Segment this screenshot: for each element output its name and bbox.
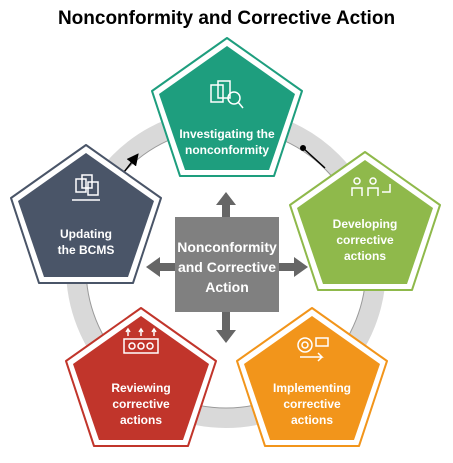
step-updating: Updating the BCMS — [10, 144, 162, 284]
step-investigating-shape — [159, 46, 295, 170]
team-people-icon — [351, 177, 391, 196]
arrow-right-shaft — [276, 263, 296, 271]
center-box — [175, 217, 279, 312]
center-label-line2: and Corrective — [178, 259, 276, 275]
arrow-up-shaft — [222, 205, 230, 225]
step-developing: Developing corrective actions — [289, 151, 441, 291]
ring-connector-investigate-to-develop — [300, 145, 326, 169]
step-investigating: Investigating the nonconformity — [151, 37, 303, 177]
step-developing-label-1: Developing — [333, 217, 398, 231]
step-reviewing-label-2: corrective — [112, 397, 170, 411]
step-reviewing-label-3: actions — [120, 413, 162, 427]
arrow-left-icon — [146, 257, 160, 277]
step-implementing-label-3: actions — [291, 413, 333, 427]
step-developing-shape — [297, 160, 433, 284]
step-implementing-shape — [244, 316, 380, 440]
step-implementing: Implementing corrective actions — [236, 307, 388, 447]
diagram-title: Nonconformity and Corrective Action — [57, 8, 396, 29]
step-updating-label-2: the BCMS — [58, 243, 115, 257]
center-label-line1: Nonconformity — [177, 239, 277, 255]
step-updating-label-1: Updating — [60, 227, 112, 241]
step-updating-shape — [18, 153, 154, 277]
center-arrows — [146, 192, 308, 343]
step-reviewing-shape — [73, 316, 209, 440]
arrow-down-shaft — [222, 310, 230, 332]
step-developing-label-2: corrective — [336, 233, 394, 247]
step-investigating-label-1: Investigating the — [179, 127, 275, 141]
step-reviewing: Reviewing corrective actions — [65, 307, 217, 447]
money-gears-icon — [297, 337, 329, 362]
arrow-left-shaft — [158, 263, 178, 271]
people-review-icon — [123, 327, 159, 354]
arrow-right-icon — [294, 257, 308, 277]
documents-magnifier-icon — [210, 80, 244, 109]
step-investigating-label-2: nonconformity — [185, 143, 269, 157]
step-implementing-label-2: corrective — [283, 397, 341, 411]
documents-update-icon — [72, 174, 100, 201]
step-developing-label-3: actions — [344, 249, 386, 263]
step-implementing-label-1: Implementing — [273, 381, 351, 395]
arrow-up-icon — [216, 192, 236, 205]
step-reviewing-label-1: Reviewing — [111, 381, 170, 395]
center-label-line3: Action — [205, 279, 249, 295]
arrow-down-icon — [216, 330, 236, 343]
